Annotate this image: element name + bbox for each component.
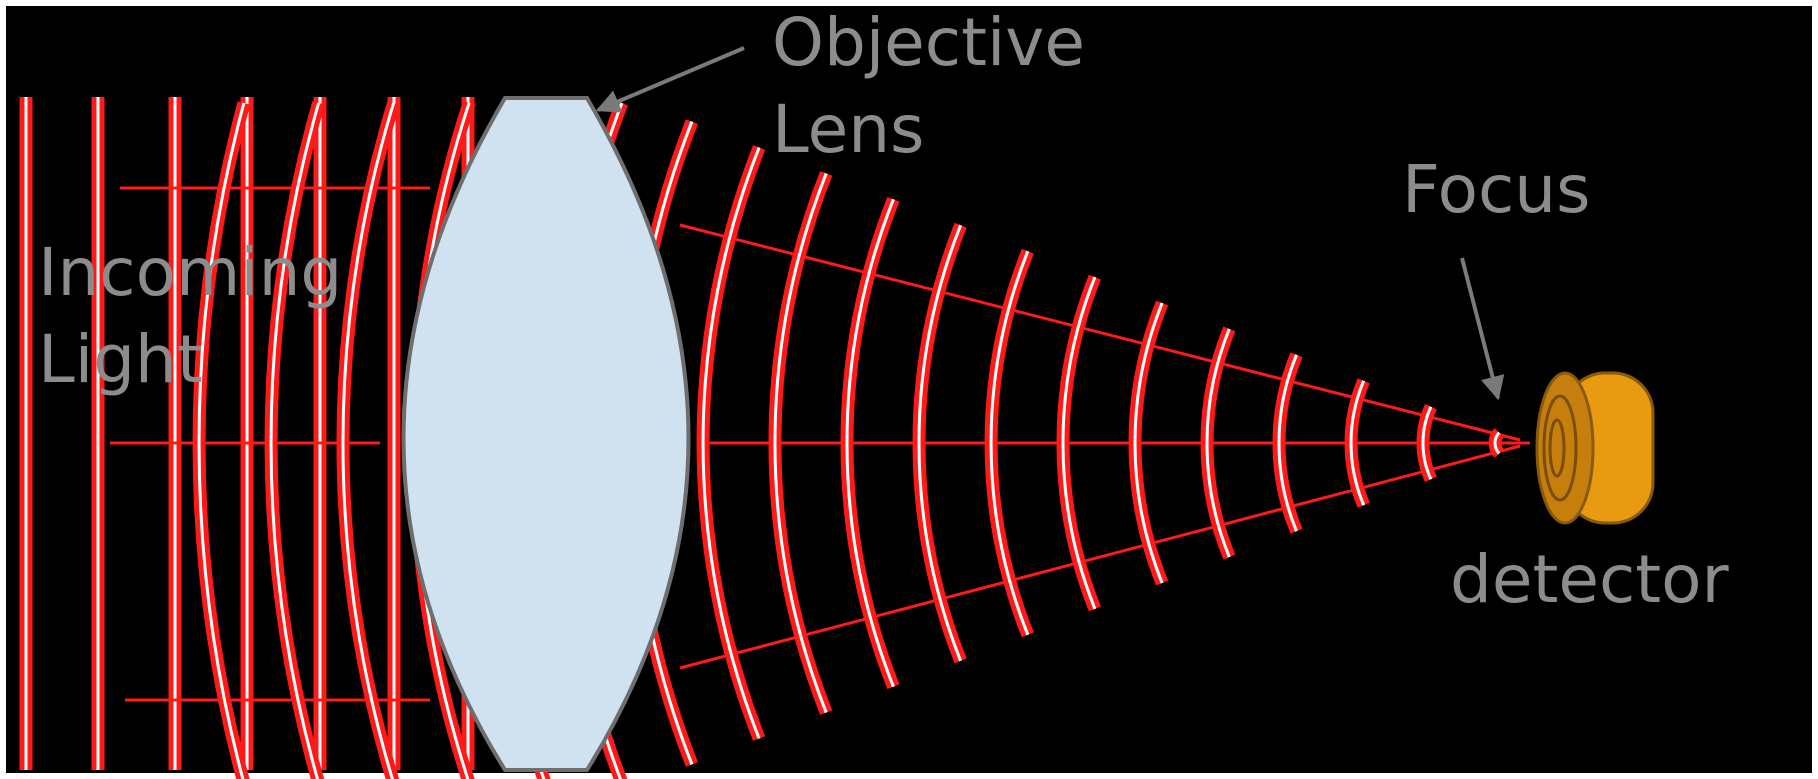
converging-wavefront-core <box>1277 354 1298 532</box>
converging-wavefront-core <box>197 102 246 779</box>
incoming-label: Incoming <box>38 234 342 311</box>
converging-wavefront-core <box>917 224 962 662</box>
converging-ray-top <box>679 223 1521 442</box>
converging-wavefront-core <box>989 250 1030 636</box>
converging-wavefront-core <box>269 102 321 779</box>
converging-wavefront-core <box>1421 406 1433 480</box>
converging-wavefront-core <box>341 102 396 779</box>
converging-wavefront-core <box>1349 380 1366 506</box>
converging-wavefront-core <box>1493 431 1501 455</box>
converging-wavefront-core <box>701 146 761 740</box>
objective-label-arrow-icon <box>595 46 745 113</box>
focus-label-arrow-icon <box>1460 257 1505 401</box>
detector-icon <box>1535 371 1655 525</box>
lens-label: Lens <box>772 91 924 168</box>
converging-wavefront-core <box>1205 328 1231 558</box>
converging-wavefront-core <box>1061 276 1097 610</box>
detector-label: detector <box>1450 541 1730 618</box>
converging-ray-bottom <box>679 444 1521 670</box>
converging-wavefront-core <box>1133 302 1164 584</box>
converging-wavefront-core <box>773 172 828 714</box>
light-label: Light <box>38 321 203 398</box>
objective-label: Objective <box>772 4 1085 81</box>
objective-lens-icon <box>401 96 691 772</box>
incoming-rays <box>110 186 430 702</box>
incoming-plane-wavefronts <box>19 97 475 770</box>
focus-label: Focus <box>1402 151 1591 228</box>
converging-wavefront-core <box>845 198 895 688</box>
